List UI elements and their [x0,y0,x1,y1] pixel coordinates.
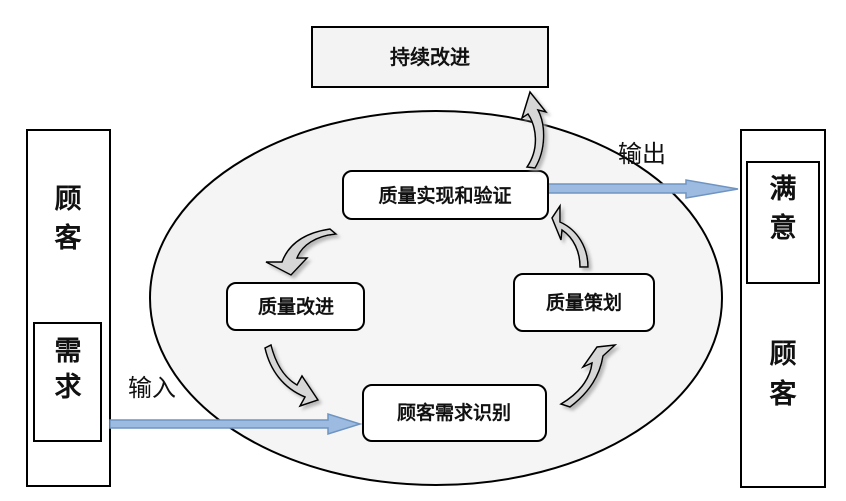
node-quality-improvement: 质量改进 [226,282,365,331]
input-arrow [109,412,363,436]
right-customer-label-1: 顾 [770,339,797,370]
curved-arrow-to-customer-identification [264,343,320,408]
satisfaction-label-1: 满 [770,174,797,205]
quality-realization-label: 质量实现和验证 [378,184,511,207]
node-customer-requirement-identification: 顾客需求识别 [362,384,547,442]
right-customer-label-2: 客 [770,378,798,410]
right-customer-panel: 满 意 顾 客 [740,129,826,488]
curved-arrow-to-quality-realization [551,203,589,268]
continuous-improvement-box [311,26,549,88]
curved-arrow-to-quality-planning [559,344,618,408]
node-quality-realization: 质量实现和验证 [342,170,549,220]
curved-arrow-to-quality-improvement [265,228,338,276]
quality-improvement-label: 质量改进 [258,295,334,318]
left-customer-label-1: 顾 [55,184,82,215]
requirement-box [33,322,102,442]
left-customer-label-2: 客 [55,222,83,254]
input-label: 输入 [128,374,176,402]
node-quality-planning: 质量策划 [513,273,655,332]
customer-requirement-identification-label: 顾客需求识别 [397,401,511,424]
continuous-improvement-node: 持续改进 [311,26,549,88]
output-label: 输出 [618,140,666,168]
continuous-improvement-label: 持续改进 [390,45,470,69]
quality-planning-label: 质量策划 [546,291,622,314]
requirement-label-2: 求 [55,372,82,403]
output-arrow [547,179,739,199]
satisfaction-box [746,161,820,284]
satisfaction-label-2: 意 [770,212,797,244]
requirement-label-1: 需 [55,336,82,367]
left-customer-panel: 顾 客 需 求 [26,129,111,487]
curved-arrow-up-to-continuous-improvement [520,90,548,169]
